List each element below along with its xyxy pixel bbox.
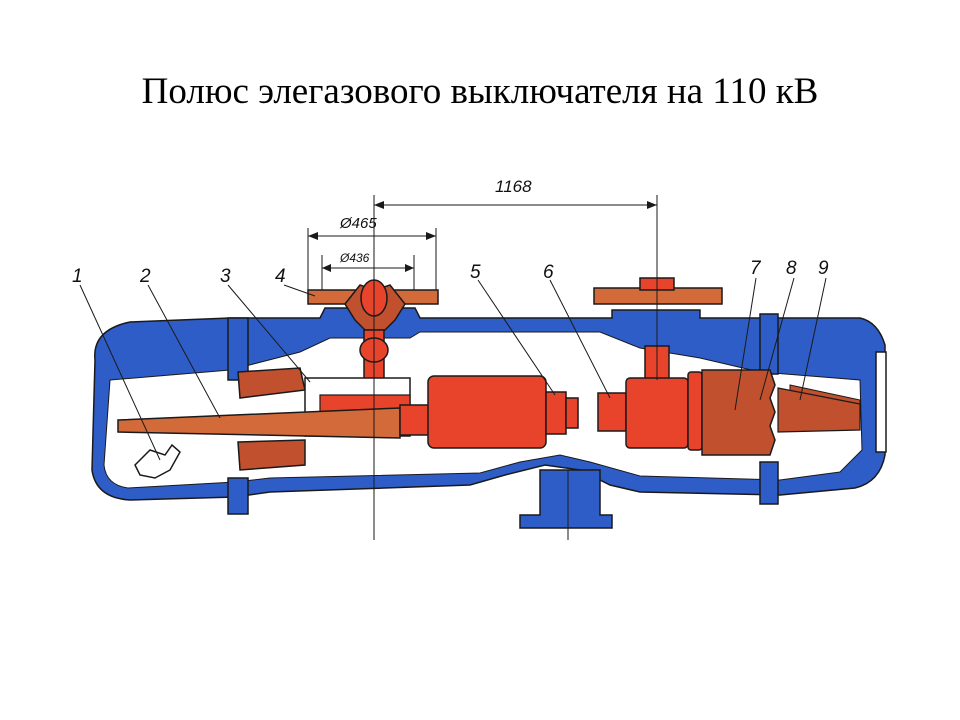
fixed-contact-right-ring	[687, 371, 703, 451]
leader-lines	[79, 277, 827, 461]
leader-6	[549, 279, 611, 399]
moving-contact-body	[427, 375, 547, 449]
bellows	[701, 369, 776, 456]
part-label-6: 6	[543, 262, 554, 283]
part-label-3: 3	[220, 266, 231, 287]
leader-4	[283, 284, 316, 297]
leader-9	[799, 277, 827, 401]
part-label-8: 8	[786, 258, 797, 279]
dim-465-label: Ø465	[339, 215, 377, 232]
dim-1168-label: 1168	[495, 177, 532, 196]
arrow-1168-right	[647, 201, 657, 209]
moving-contact-tip-end	[565, 397, 579, 429]
leader-5	[477, 279, 556, 396]
left-shield-bottom	[237, 439, 306, 471]
part-label-5: 5	[470, 262, 481, 283]
right-ring-flange-bottom	[759, 461, 779, 505]
arrow-436-left	[322, 264, 331, 272]
left-ring-flange-top	[227, 317, 249, 381]
leader-2	[147, 284, 221, 419]
part-label-2: 2	[139, 266, 151, 287]
right-end-cap	[875, 351, 887, 453]
arrow-436-right	[405, 264, 414, 272]
interrupter-unit	[399, 371, 703, 451]
left-ring-flange-bottom	[227, 477, 249, 515]
leader-8	[759, 277, 795, 401]
part-label-7: 7	[750, 258, 762, 279]
dimension-arrows	[308, 201, 657, 272]
conductor-rod	[117, 407, 401, 439]
bottom-flange	[519, 469, 613, 529]
arrow-465-left	[308, 232, 318, 240]
part-label-1: 1	[72, 266, 83, 287]
arrow-1168-left	[374, 201, 384, 209]
moving-contact-neck	[399, 404, 431, 436]
leader-7	[734, 277, 757, 411]
part-labels: 1 2 3 4 5 6 7 8 9	[72, 258, 829, 287]
right-assembly	[701, 369, 861, 456]
part-label-4: 4	[275, 266, 286, 287]
fixed-contact-right	[625, 377, 689, 449]
arrow-465-right	[426, 232, 436, 240]
part-label-9: 9	[818, 258, 829, 279]
dim-436-label: Ø436	[339, 251, 370, 265]
dimensions	[307, 195, 658, 540]
terminal-bracket	[134, 443, 181, 479]
moving-contact-tip	[545, 391, 567, 435]
right-conductor	[777, 387, 861, 433]
leader-3	[227, 284, 311, 383]
slide-title: Полюс элегазового выключателя на 110 кВ	[141, 71, 819, 112]
left-assembly	[117, 367, 411, 479]
leader-1	[79, 284, 161, 461]
arcing-gap-contact	[597, 392, 627, 432]
